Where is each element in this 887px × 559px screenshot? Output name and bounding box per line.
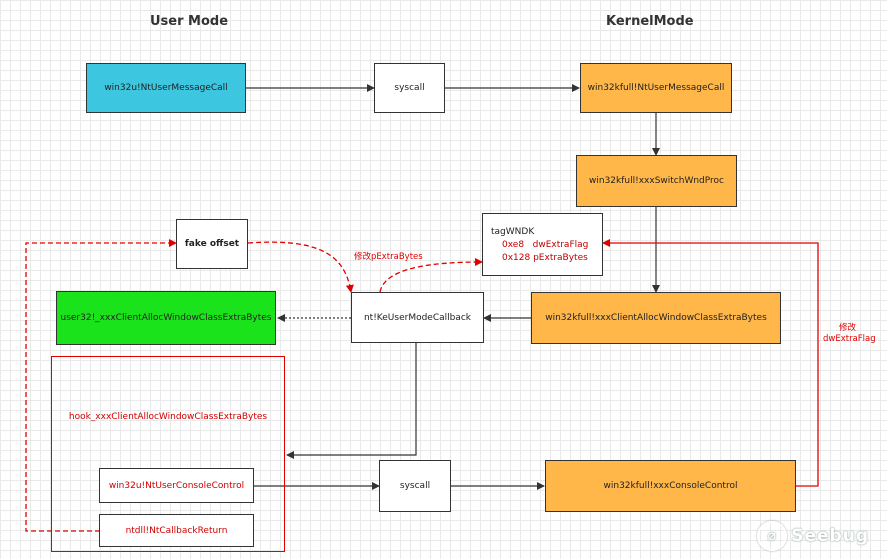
seebug-logo-icon: ⌀ [757,521,788,551]
node-win32u-ntusermessagecall: win32u!NtUserMessageCall [86,63,246,113]
edge-kecallback-to-tagwndk [379,258,483,293]
node-ntdll-ntcallbackreturn: ntdll!NtCallbackReturn [99,514,254,547]
edge-ntcallbackreturn-to-fakeoffset [25,239,177,532]
node-win32u-ntuserconsolecontrol: win32u!NtUserConsoleControl [99,468,254,503]
node-syscall-bottom: syscall [379,460,451,512]
node-syscall-top: syscall [374,63,445,113]
node-hook-clientalloc: hook_xxxClientAllocWindowClassExtraBytes [68,412,268,422]
kernel-mode-header: KernelMode [606,14,694,29]
label-modify-dwextraflag-2: dwExtraFlag [823,334,876,344]
seebug-watermark: ⌀ Seebug [757,521,869,551]
user-mode-header: User Mode [150,14,229,29]
node-win32kfull-xxxconsolecontrol: win32kfull!xxxConsoleControl [545,460,796,512]
hook-frame [51,356,285,552]
node-fake-offset: fake offset [176,219,248,269]
tagwndk-field-pextrabytes: 0x128 pExtraBytes [502,253,588,263]
node-user32-clientalloc: user32!_xxxClientAllocWindowClassExtraBy… [56,291,276,345]
tagwndk-title: tagWNDK [491,227,535,237]
edge-consolecontrol-to-tagwndk [602,239,819,487]
watermark-text: Seebug [791,526,869,546]
node-ke-usermodecallback: nt!KeUserModeCallback [351,292,484,343]
edge-fakeoffset-to-kecallback [247,241,354,293]
node-xxxswitchwndproc: win32kfull!xxxSwitchWndProc [576,155,737,207]
label-modify-pextrabytes: 修改pExtraBytes [354,252,423,262]
node-win32kfull-ntusermessagecall: win32kfull!NtUserMessageCall [580,63,732,113]
tagwndk-field-dwextraflag: 0xe8 dwExtraFlag [502,240,589,250]
edge-kecallback-to-hook [286,343,417,459]
label-modify-dwextraflag-1: 修改 [839,323,857,333]
node-tagwndk [482,213,603,276]
node-win32kfull-clientalloc: win32kfull!xxxClientAllocWindowClassExtr… [531,292,781,344]
